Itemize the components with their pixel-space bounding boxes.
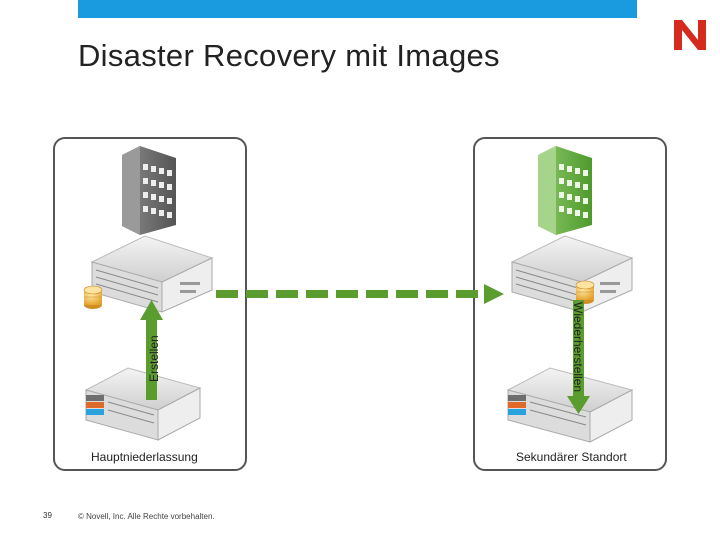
secondary-storage-server-icon [510,235,634,313]
copyright-notice: © Novell, Inc. Alle Rechte vorbehalten. [78,512,215,521]
remote-site-building-icon [538,146,592,235]
novell-logo-icon [674,20,706,50]
primary-image-disk-icon [83,285,103,309]
primary-workstation-server-icon [84,367,202,441]
secondary-site-label: Sekundärer Standort [516,450,627,464]
secondary-workstation-server-icon [506,367,634,443]
slide-title: Disaster Recovery mit Images [78,38,500,73]
replication-dashed-arrow-icon [216,284,504,304]
restore-arrow-label: Wiederherstellen [571,302,585,392]
page-number: 39 [43,511,52,520]
main-office-building-icon [122,146,176,235]
create-image-arrow-icon [140,300,163,400]
create-arrow-label: Erstellen [147,335,161,382]
top-accent-bar [78,0,637,18]
restore-image-arrow-icon [567,300,590,414]
primary-site-label: Hauptniederlassung [91,450,198,464]
primary-storage-server-icon [90,235,214,313]
